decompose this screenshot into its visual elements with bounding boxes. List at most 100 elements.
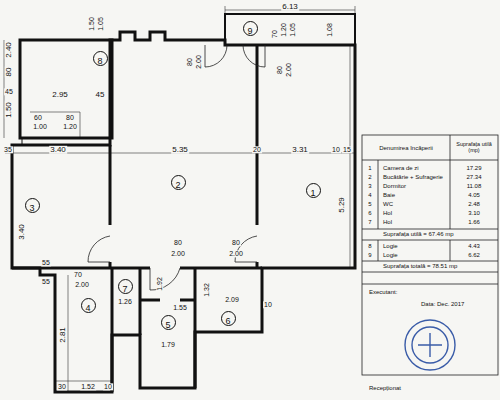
dimension-label: 1.52: [80, 383, 96, 390]
dimension-label: 60: [33, 114, 43, 121]
table-cell: 6: [367, 210, 372, 216]
room-callout: 3: [25, 198, 40, 213]
dimension-label: 45: [4, 88, 14, 95]
dimension-label: 20: [252, 146, 262, 153]
callout-number: 3: [29, 203, 34, 213]
dimension-label: 5.29: [338, 196, 346, 214]
dimension-label: 1.50: [88, 16, 95, 32]
dimension-label: 1.55: [172, 304, 188, 311]
table-cell: 4.43: [467, 243, 481, 249]
dimension-label: 1.92: [156, 276, 163, 292]
dimension-label: 1.05: [97, 16, 104, 32]
callout-number: 7: [122, 284, 127, 294]
dimension-label: 10: [263, 301, 273, 308]
dimension-label: 1.20: [280, 22, 287, 38]
dimension-label: 6.13: [281, 3, 299, 11]
dimension-label: 2.00: [74, 281, 90, 288]
table-cell: 1.66: [467, 219, 481, 225]
dimension-label: 1.26: [117, 298, 133, 305]
table-cell: Data: Dec. 2017: [420, 301, 465, 307]
loggia-wall: [225, 14, 355, 45]
dimension-label: 2.95: [51, 91, 69, 99]
dimension-label: 2.81: [59, 326, 67, 344]
room-callout: 7: [118, 279, 133, 294]
dimension-label: 80: [276, 65, 283, 75]
dimension-label: 80: [65, 114, 75, 121]
table-cell: WC: [382, 201, 394, 207]
dimension-label: 2.00: [170, 250, 186, 257]
wall-joint: [22, 138, 23, 145]
summary-table: [362, 135, 498, 375]
room-callout: 1: [306, 183, 321, 198]
dimension-label: 2.40: [5, 41, 13, 59]
dimension-label: 30: [57, 383, 67, 390]
table-cell: 17.29: [465, 165, 482, 171]
table-cell: 7: [367, 219, 372, 225]
dimension-label: 70: [73, 271, 83, 278]
dimension-label: 2.09: [224, 296, 240, 303]
room-callout: 5: [161, 315, 176, 330]
table-cell: Hol: [382, 219, 393, 225]
dimension-label: 3.40: [49, 146, 67, 154]
table-cell: Baie: [382, 192, 396, 198]
callout-number: 6: [225, 316, 230, 326]
room-callout: 8: [93, 51, 108, 66]
dimension-label: 2.00: [228, 250, 244, 257]
dimension-label: 1.00: [32, 123, 48, 130]
callout-number: 4: [85, 303, 90, 313]
table-cell: Bucătărie + Sufragerie: [382, 174, 444, 180]
table-cell: Denumirea încăperii: [378, 145, 434, 151]
dimension-label: 1.08: [326, 22, 333, 38]
dimension-label: 1.20: [62, 123, 78, 130]
stamp: [405, 320, 455, 370]
table-cell: 2: [367, 174, 372, 180]
dimension-label: 10: [103, 383, 113, 390]
dimension-label: 1.79: [160, 341, 176, 348]
table-cell: 4.05: [467, 192, 481, 198]
dimension-label: 5.35: [171, 146, 189, 154]
table-cell: 3: [367, 183, 372, 189]
dimension-label: 80: [186, 57, 193, 67]
table-cell: 2.48: [467, 201, 481, 207]
table-cell: 3.10: [467, 210, 481, 216]
dimension-label: 80: [173, 239, 183, 246]
dimension-label: 2.00: [285, 62, 292, 78]
dimension-label: 55: [41, 278, 51, 285]
dimension-label: 55: [41, 259, 51, 266]
dimension-label: 80: [231, 239, 241, 246]
dimension-label: 45: [95, 91, 106, 99]
table-cell: Suprafața utilă = 67.46 mp: [382, 231, 455, 237]
table-cell: Suprafața totală = 78.51 mp: [382, 263, 458, 269]
dimension-label: 80: [5, 67, 13, 78]
dimension-label: 1.50: [5, 101, 13, 119]
dimension-label: 10: [331, 146, 341, 153]
callout-number: 1: [310, 188, 315, 198]
room-callout: 2: [171, 175, 186, 190]
table-cell: Logie: [382, 252, 399, 258]
dimension-label: 3.31: [291, 146, 309, 154]
dimension-label: 1.32: [203, 282, 210, 298]
dimension-label: 2.00: [195, 54, 202, 70]
room-callout: 6: [221, 311, 236, 326]
room-callout: 9: [243, 21, 258, 36]
callout-number: 5: [165, 320, 170, 330]
dimension-label: 15: [342, 146, 352, 153]
callout-number: 9: [247, 26, 252, 36]
dimension-label: 70: [271, 29, 278, 39]
table-cell: Hol: [382, 210, 393, 216]
table-cell: 27.34: [465, 174, 482, 180]
door-swings: [88, 45, 265, 290]
callout-number: 2: [175, 180, 180, 190]
walls: [12, 32, 355, 392]
table-cell: Recepționat: [368, 385, 402, 391]
table-cell: Suprafața utilă (mp): [451, 142, 497, 154]
table-cell: 4: [367, 192, 372, 198]
table-cell: 5: [367, 201, 372, 207]
table-cell: Logie: [382, 243, 399, 249]
table-cell: Camera de zi: [382, 165, 420, 171]
dimension-label: 1.05: [289, 22, 296, 38]
table-cell: 11.08: [466, 183, 483, 189]
callout-number: 8: [97, 56, 102, 66]
room-callout: 4: [81, 298, 96, 313]
